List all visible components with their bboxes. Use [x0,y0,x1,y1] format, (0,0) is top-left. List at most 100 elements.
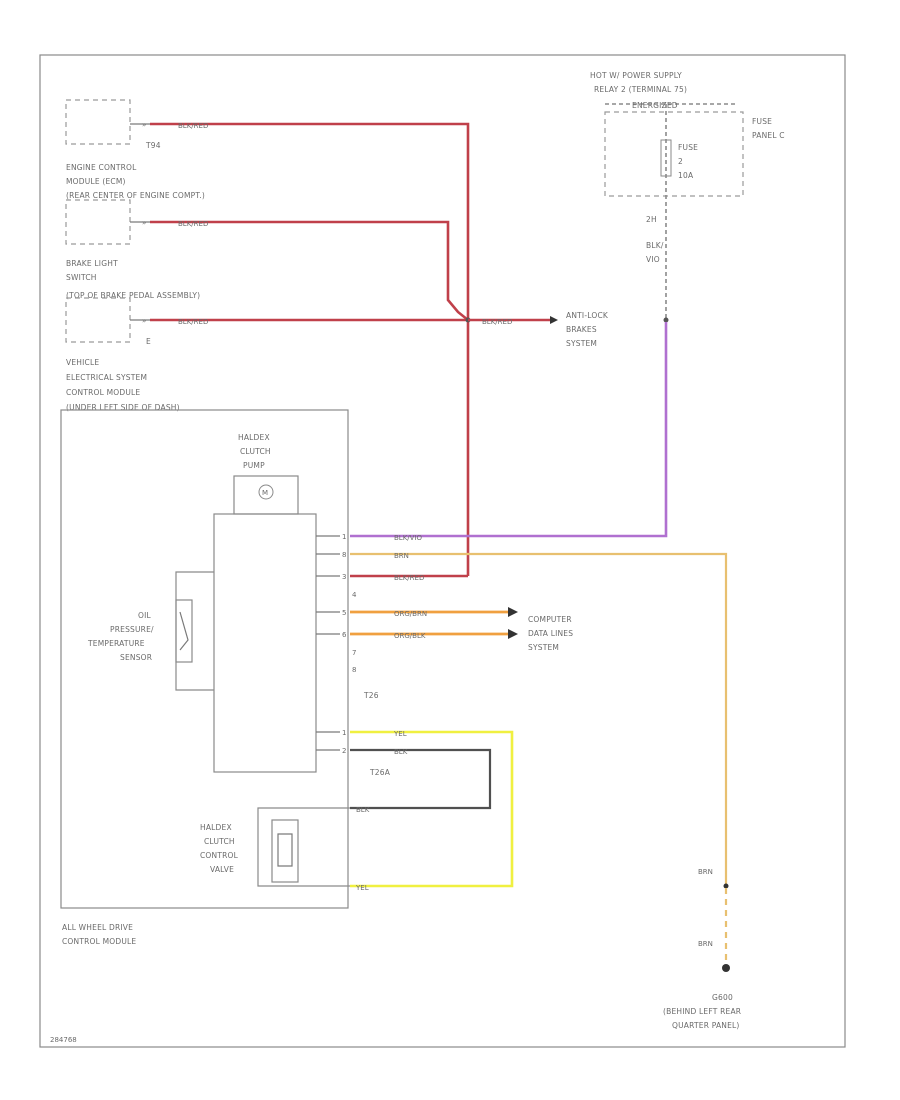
pin-8: 8 [352,666,356,674]
ground-wire-top-label: BRN [698,868,713,876]
ecm-wire-label: BLK/RED [178,122,208,130]
vesc-label-3: CONTROL MODULE [66,388,140,397]
blk-valve-label: BLK [356,806,370,814]
ecm-label-1: ENGINE CONTROL [66,163,137,172]
abs-label-2: BRAKES [566,325,597,334]
fuse-wire-2: VIO [646,255,660,264]
power-supply-status: ENERGIZED [632,101,678,110]
ground-label-3: QUARTER PANEL) [672,1021,740,1030]
valve-label-2: CLUTCH [204,837,235,846]
computer-label-1: COMPUTER [528,615,572,624]
pin-5: 5 [342,609,346,617]
power-supply-label-2: RELAY 2 (TERMINAL 75) [594,85,687,94]
ground-icon [722,964,730,972]
vesc-label-1: VEHICLE [66,358,99,367]
awd-module-label-1: ALL WHEEL DRIVE [62,923,133,932]
oil-sensor-label-3: TEMPERATURE [87,639,145,648]
blk-top-label: BLK [394,748,408,756]
oil-sensor-label-1: OIL [138,611,152,620]
ecm-wire [150,122,470,576]
oil-sensor-label-4: SENSOR [120,653,152,662]
pin-a2: 2 [342,747,346,755]
pin-a1: 1 [342,729,346,737]
yellow-wire [350,730,514,888]
pin2-wire-label: BRN [394,552,409,560]
t26-pins [316,535,340,635]
ground-label-2: (BEHIND LEFT REAR [663,1007,741,1016]
computer-label-3: SYSTEM [528,643,559,652]
fuse-label-1: FUSE [678,143,698,152]
footer-code: 284768 [50,1036,77,1044]
vesc-wire-label: BLK/RED [178,318,208,326]
ground-splice [723,883,729,889]
black-wire [350,748,492,810]
ecm-connector: T94 [145,141,161,150]
awd-module-box [60,409,349,909]
fuse-panel [604,111,744,197]
brake-switch-label-1: BRAKE LIGHT [66,259,118,268]
connector-t26a: T26A [369,768,391,777]
vesc-label-2: ELECTRICAL SYSTEM [66,373,147,382]
oil-sensor [175,599,193,663]
pin-3: 3 [342,573,346,581]
computer-arrow-2-icon [508,629,518,639]
fuse-label-2: 2 [678,157,683,166]
ecm-component [65,99,131,145]
brake-switch-component [65,199,131,245]
brown-wire [350,552,728,886]
brake-switch-label-3: (TOP OF BRAKE PEDAL ASSEMBLY) [66,291,200,300]
valve-label-1: HALDEX [200,823,232,832]
pin3-wire-label: BLK/RED [394,574,424,582]
pin-1: 1 [342,533,346,541]
fuse-wire-1: BLK/ [646,241,664,250]
svg-text:»: » [142,317,146,325]
motor-icon [258,484,274,500]
pin1-wire-label: BLK/VIO [394,534,423,542]
brake-switch-wire [150,220,469,322]
pin-6: 6 [342,631,347,639]
svg-text:»: » [142,121,146,129]
brake-switch-label-2: SWITCH [66,273,97,282]
awd-controller [213,513,317,773]
brake-switch-wire-label: BLK/RED [178,220,208,228]
fuse-panel-label-2: PANEL C [752,131,785,140]
haldex-pump-label-1: HALDEX [238,433,270,442]
abs-label-3: SYSTEM [566,339,597,348]
pin-7: 7 [352,649,356,657]
abs-label-1: ANTI-LOCK [566,311,609,320]
ecm-label-2: MODULE (ECM) [66,177,126,186]
power-supply-label-1: HOT W/ POWER SUPPLY [590,71,682,80]
vesc-component [65,297,131,343]
vesc-pin: E [146,337,151,346]
pin-4: 4 [352,591,357,599]
haldex-pump-label-3: PUMP [243,461,265,470]
diagram-frame [39,54,846,1048]
awd-module-label-2: CONTROL MODULE [62,937,136,946]
pin5-wire-label: ORG/BRN [394,610,427,618]
ground-wire-bottom-label: BRN [698,940,713,948]
yel-top-label: YEL [393,730,407,738]
fuse-panel-label-1: FUSE [752,117,772,126]
connector-t26: T26 [363,691,379,700]
pin6-wire-label: ORG/BLK [394,632,426,640]
computer-label-2: DATA LINES [528,629,573,638]
abs-arrow-icon [550,316,558,324]
ground-label-1: G600 [712,993,733,1002]
fuse-symbol [660,139,672,177]
abs-wire-label: BLK/RED [482,318,512,326]
computer-arrow-1-icon [508,607,518,617]
valve-label-4: VALVE [210,865,234,874]
svg-text:»: » [142,219,146,227]
fuse-label-3: 10A [678,171,694,180]
fuse-pin: 2H [646,215,657,224]
valve-component [271,819,299,883]
ecm-label-3: (REAR CENTER OF ENGINE COMPT.) [66,191,205,200]
oil-sensor-label-2: PRESSURE/ [110,625,154,634]
fuse-splice [663,317,669,323]
motor-symbol: M [262,489,268,497]
valve-label-3: CONTROL [200,851,239,860]
violet-wire [350,322,668,538]
haldex-pump-label-2: CLUTCH [240,447,271,456]
yel-valve-label: YEL [355,884,369,892]
